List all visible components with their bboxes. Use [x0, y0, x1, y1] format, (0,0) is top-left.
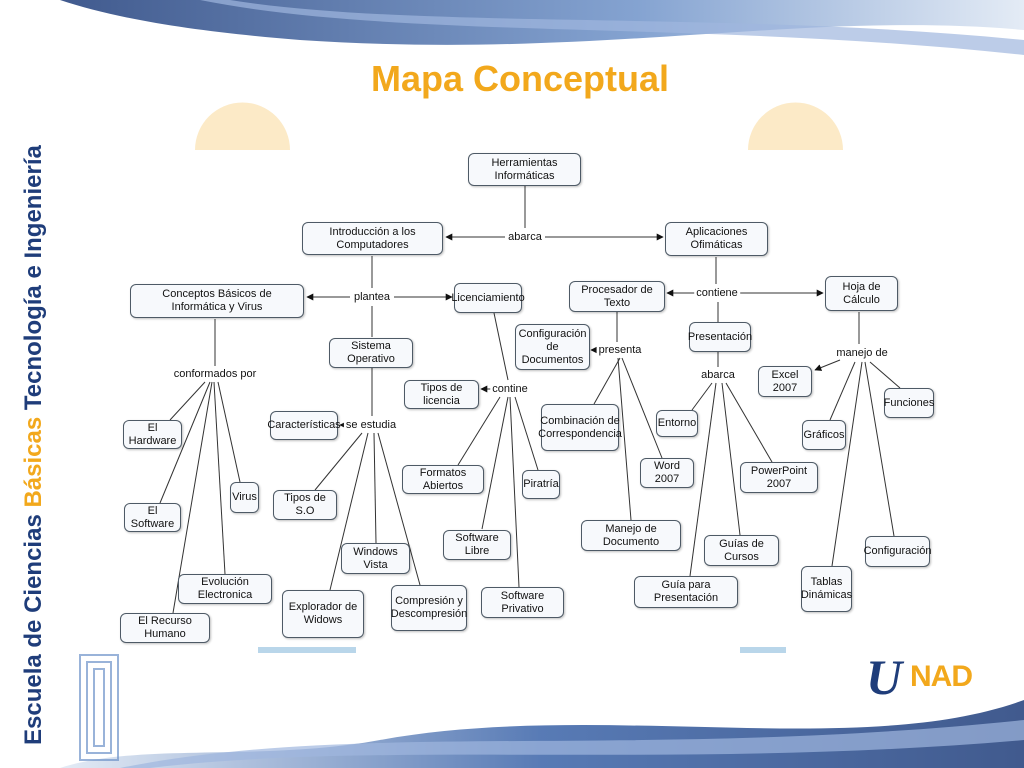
concept-conceptos-basicos[interactable]: Conceptos Básicos de Informática y Virus	[130, 284, 304, 318]
background-decoration	[60, 0, 1024, 768]
line-se-estudia-windows-vista	[373, 432, 377, 544]
sidebar-highlight: Básicas	[20, 416, 47, 508]
line-se-estudia-tipos-so	[314, 432, 363, 491]
line-abarca-guias	[721, 382, 741, 536]
line-licenciamiento-contine	[493, 312, 509, 381]
page-title: Mapa Conceptual	[370, 58, 670, 99]
concept-guias-cursos[interactable]: Guías de Cursos	[704, 535, 779, 566]
link-abarca-presentacion: abarca	[699, 369, 737, 381]
concept-software[interactable]: El Software	[124, 503, 181, 532]
link-conformados-por: conformados por	[171, 368, 259, 380]
concept-entorno[interactable]: Entorno	[656, 410, 698, 437]
concept-tablas-dinamicas[interactable]: Tablas Dinámicas	[801, 566, 852, 612]
link-plantea: plantea	[351, 291, 393, 303]
connector-lines	[159, 186, 901, 614]
line-contine-software-libre	[481, 396, 509, 530]
line-presenta-manejo	[617, 357, 632, 521]
concept-powerpoint-2007[interactable]: PowerPoint 2007	[740, 462, 818, 493]
concept-explorador-widows[interactable]: Explorador de Widows	[282, 590, 364, 638]
line-contine-pirateria	[514, 396, 539, 471]
sidebar-suffix: Tecnología e Ingeniería	[20, 145, 47, 417]
line-presenta-combinacion	[593, 357, 621, 405]
concept-manejo-documento[interactable]: Manejo de Documento	[581, 520, 681, 551]
link-abarca: abarca	[506, 231, 544, 243]
line-abarca-guia-presentacion	[689, 382, 717, 577]
concept-software-libre[interactable]: Software Libre	[443, 530, 511, 560]
concept-formatos-abiertos[interactable]: Formatos Abiertos	[402, 465, 484, 494]
line-conformados-hardware	[169, 381, 206, 421]
line-manejo-tablas	[831, 361, 863, 567]
concept-tipos-so[interactable]: Tipos de S.O	[273, 490, 337, 520]
concept-software-privativo[interactable]: Software Privativo	[481, 587, 564, 618]
concept-word-2007[interactable]: Word 2007	[640, 458, 694, 488]
link-presenta: presenta	[596, 344, 644, 356]
concept-presentacion[interactable]: Presentación	[688, 322, 752, 352]
concept-virus[interactable]: Virus	[230, 482, 259, 513]
concept-compresion-descompresion[interactable]: Compresión y Descompresión	[391, 585, 467, 631]
sidebar-prefix: Escuela de Ciencias	[20, 507, 47, 745]
line-presenta-word	[621, 357, 663, 459]
line-abarca-entorno	[691, 382, 713, 411]
concept-pirateria[interactable]: Piratría	[522, 470, 560, 499]
line-abarca-powerpoint	[725, 382, 773, 463]
link-contiene: contiene	[694, 287, 740, 299]
line-manejo-graficos	[829, 361, 856, 421]
concept-aplicaciones-ofimaticas[interactable]: Aplicaciones Ofimáticas	[665, 222, 768, 256]
concept-excel-2007[interactable]: Excel 2007	[758, 366, 812, 397]
line-contine-software-privativo	[509, 396, 520, 588]
concept-configuracion[interactable]: Configuración	[864, 536, 931, 567]
concept-combinacion-correspondencia[interactable]: Combinación de Correspondencia	[538, 404, 622, 451]
concept-sistema-operativo[interactable]: Sistema Operativo	[329, 338, 413, 368]
concept-configuracion-documentos[interactable]: Configuración de Documentos	[515, 324, 590, 370]
concept-funciones[interactable]: Funciones	[884, 388, 934, 418]
concept-graficos[interactable]: Gráficos	[802, 420, 846, 450]
line-manejo-funciones	[869, 361, 901, 389]
line-contine-formatos	[457, 396, 501, 466]
line-se-estudia-explorador	[329, 432, 369, 591]
link-manejo-de: manejo de	[834, 347, 890, 359]
concept-hardware[interactable]: El Hardware	[123, 420, 182, 449]
concept-procesador-texto[interactable]: Procesador de Texto	[569, 281, 665, 312]
concept-tipos-licencia[interactable]: Tipos de licencia	[404, 380, 479, 409]
concept-guia-presentacion[interactable]: Guía para Presentación	[634, 576, 738, 608]
concept-windows-vista[interactable]: Windows Vista	[341, 543, 410, 574]
concept-licenciamiento[interactable]: Licenciamiento	[451, 283, 525, 313]
line-conformados-virus	[217, 381, 241, 483]
logo-letters-nad: NAD	[910, 660, 973, 693]
sidebar-brand-text: Escuela de Ciencias Básicas Tecnología e…	[20, 145, 48, 745]
concept-introduccion-computadores[interactable]: Introducción a los Computadores	[302, 222, 443, 255]
concept-herramientas-informaticas[interactable]: Herramientas Informáticas	[468, 153, 581, 186]
link-se-estudia: se estudia	[343, 419, 399, 431]
line-conformados-software	[159, 381, 211, 504]
concept-recurso-humano[interactable]: El Recurso Humano	[120, 613, 210, 643]
unad-logo: U NAD	[866, 648, 998, 705]
concept-caracteristicas[interactable]: Características	[267, 411, 341, 440]
concept-evolucion-electronica[interactable]: Evolución Electronica	[178, 574, 272, 604]
line-manejo-configuracion	[864, 361, 895, 537]
concept-hoja-calculo[interactable]: Hoja de Cálculo	[825, 276, 898, 311]
line-se-estudia-compresion	[377, 432, 421, 586]
arrow-manejo-excel	[814, 359, 841, 371]
link-contine: contine	[490, 383, 530, 395]
logo-letter-u: U	[866, 649, 903, 705]
line-conformados-evolucion	[213, 381, 226, 575]
